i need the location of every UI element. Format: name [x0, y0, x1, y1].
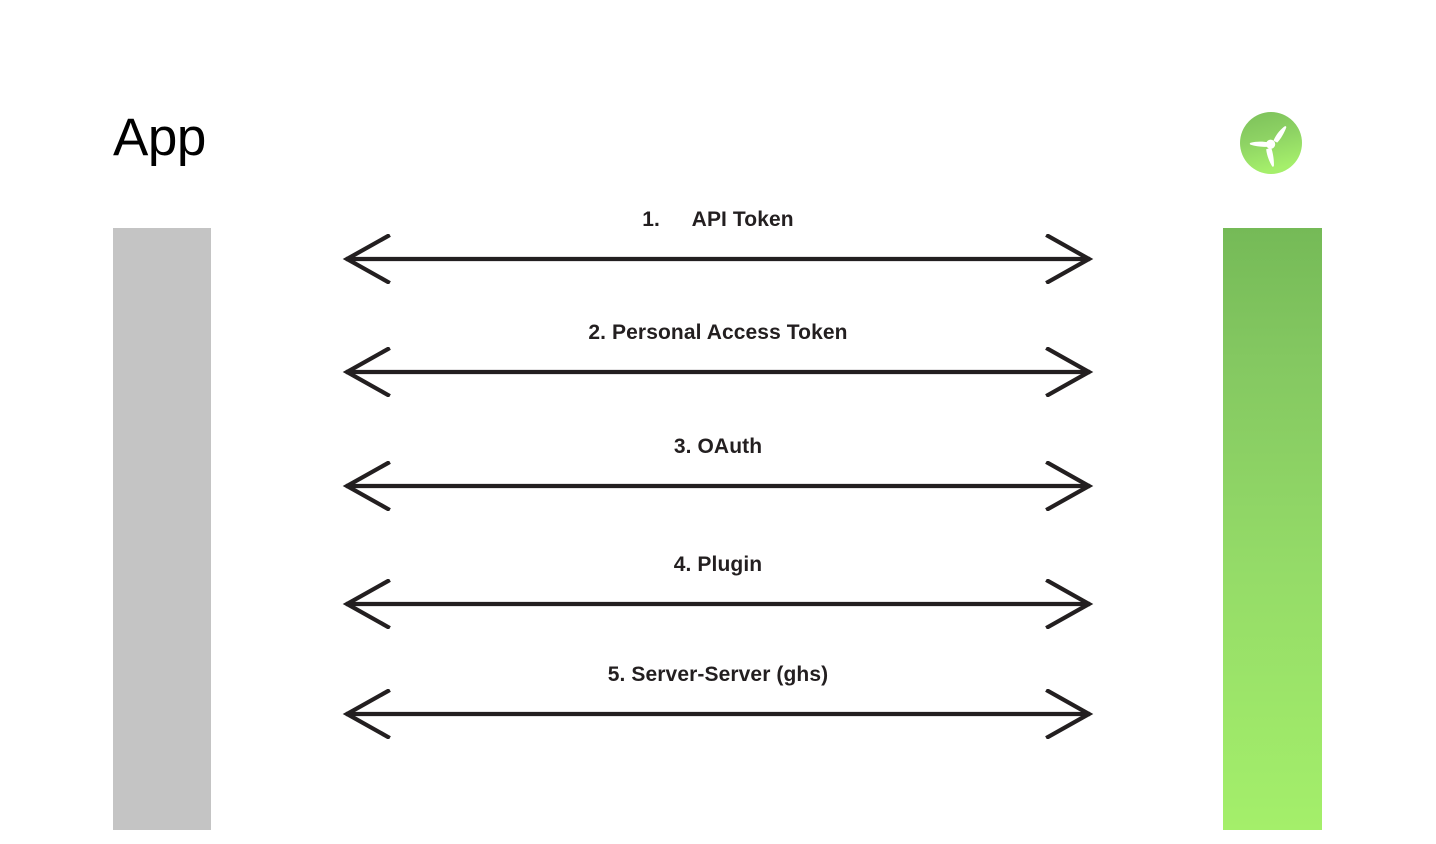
propeller-logo-icon [1239, 111, 1303, 175]
message-row: 2. Personal Access Token [340, 321, 1096, 397]
message-label: 1. API Token [642, 208, 794, 231]
message-row: 4. Plugin [340, 553, 1096, 629]
bidirectional-arrow-icon [340, 579, 1096, 629]
bidirectional-arrow-icon [340, 461, 1096, 511]
service-lifeline-bar [1223, 228, 1322, 830]
message-label: 2. Personal Access Token [588, 321, 848, 344]
bidirectional-arrow-icon [340, 347, 1096, 397]
message-label: 4. Plugin [673, 553, 763, 576]
bidirectional-arrow-icon [340, 234, 1096, 284]
bidirectional-arrow-icon [340, 689, 1096, 739]
message-label: 5. Server-Server (ghs) [607, 663, 829, 686]
message-row: 5. Server-Server (ghs) [340, 663, 1096, 739]
app-lifeline-bar [113, 228, 211, 830]
message-row: 3. OAuth [340, 435, 1096, 511]
message-label: 3. OAuth [673, 435, 763, 458]
message-row: 1. API Token [340, 208, 1096, 284]
page-title: App [113, 108, 206, 167]
